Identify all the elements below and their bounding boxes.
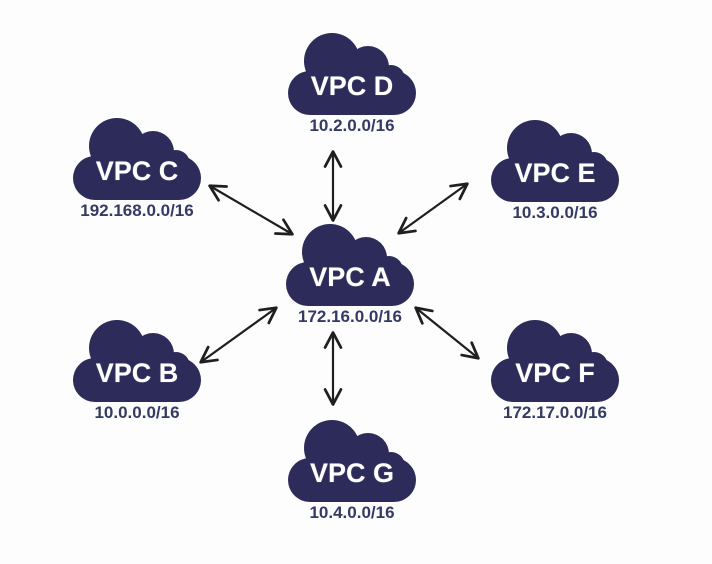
vpc-cidr: 10.0.0.0/16 (94, 403, 180, 422)
peering-arrow-a-e (397, 182, 469, 235)
peering-arrow-a-c (208, 184, 294, 236)
vpc-cidr: 10.2.0.0/16 (309, 116, 395, 135)
cloud-icon (288, 420, 416, 502)
vpc-label: VPC E (514, 158, 596, 188)
cloud-icon (73, 320, 201, 402)
vpc-cidr: 10.3.0.0/16 (512, 203, 598, 222)
vpc-label: VPC F (515, 358, 595, 388)
vpc-cidr: 172.17.0.0/16 (503, 403, 607, 422)
vpc-node-d: VPC D 10.2.0.0/16 (267, 31, 437, 136)
vpc-cidr: 192.168.0.0/16 (80, 201, 194, 220)
cloud-icon (286, 224, 414, 306)
cloud-icon (73, 118, 201, 200)
vpc-node-a: VPC A 172.16.0.0/16 (265, 222, 435, 327)
cloud-icon (491, 320, 619, 402)
vpc-label: VPC B (95, 358, 179, 388)
vpc-node-c: VPC C 192.168.0.0/16 (52, 116, 222, 221)
vpc-node-b: VPC B 10.0.0.0/16 (52, 318, 222, 423)
vpc-node-e: VPC E 10.3.0.0/16 (470, 118, 640, 223)
vpc-cidr: 172.16.0.0/16 (298, 307, 402, 326)
cloud-icon (491, 120, 619, 202)
vpc-label: VPC D (310, 71, 394, 101)
vpc-label: VPC G (309, 458, 395, 488)
peering-arrow-a-b (199, 306, 278, 364)
vpc-node-f: VPC F 172.17.0.0/16 (470, 318, 640, 423)
cloud-icon (288, 33, 416, 115)
vpc-label: VPC C (95, 156, 179, 186)
vpc-node-g: VPC G 10.4.0.0/16 (267, 418, 437, 523)
peering-arrow-a-f (414, 306, 480, 360)
vpc-label: VPC A (309, 262, 391, 292)
vpc-cidr: 10.4.0.0/16 (309, 503, 395, 522)
